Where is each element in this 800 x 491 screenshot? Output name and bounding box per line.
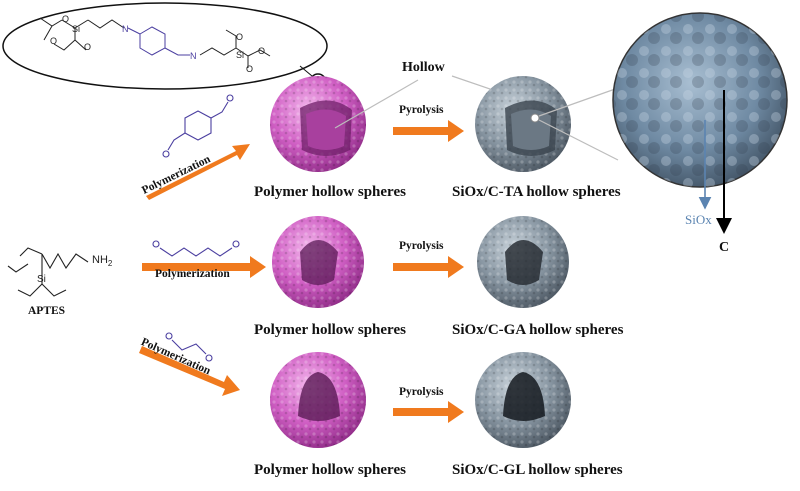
svg-text:O: O: [50, 36, 57, 46]
polymer-hollow-spheres-label-ga: Polymer hollow spheres: [254, 322, 406, 338]
polymerization-label-ga: Polymerization: [155, 268, 230, 280]
svg-text:O: O: [246, 64, 253, 74]
svg-text:O: O: [258, 46, 265, 56]
aptes-label: APTES: [28, 305, 66, 317]
row-ta: [146, 12, 788, 234]
siox-c-ga-label: SiOx/C-GA hollow spheres: [452, 322, 624, 338]
terephthalaldehyde-molecule: [162, 94, 234, 158]
siox-c-ta-label: SiOx/C-TA hollow spheres: [452, 184, 621, 200]
c-label: C: [719, 240, 730, 255]
svg-text:O: O: [236, 32, 243, 42]
hollow-label: Hollow: [402, 60, 445, 75]
row-ga: Si: [7, 216, 569, 308]
svg-text:O: O: [84, 42, 91, 52]
aptes-molecule: [7, 247, 89, 297]
siox-label: SiOx: [685, 212, 712, 227]
svg-text:O: O: [62, 14, 69, 24]
nh2-label: NH2: [92, 254, 113, 269]
molecule-callout: O Si O O N N O Si O O: [2, 2, 328, 91]
polymer-hollow-spheres-label-ta: Polymer hollow spheres: [254, 184, 406, 200]
svg-text:Si: Si: [72, 24, 80, 34]
pyrolysis-label-ta: Pyrolysis: [399, 104, 444, 116]
siox-c-gl-label: SiOx/C-GL hollow spheres: [452, 462, 623, 478]
svg-text:N: N: [190, 51, 197, 61]
svg-text:Si: Si: [37, 274, 46, 285]
svg-text:N: N: [122, 24, 129, 34]
row-gl: [139, 332, 571, 448]
glyoxal-molecule: [165, 332, 213, 362]
pyrolysis-label-ga: Pyrolysis: [399, 240, 444, 252]
glutaraldehyde-molecule: [152, 240, 240, 257]
polymer-hollow-spheres-label-gl: Polymer hollow spheres: [254, 462, 406, 478]
pyrolysis-label-gl: Pyrolysis: [399, 386, 444, 398]
svg-text:Si: Si: [236, 50, 244, 60]
